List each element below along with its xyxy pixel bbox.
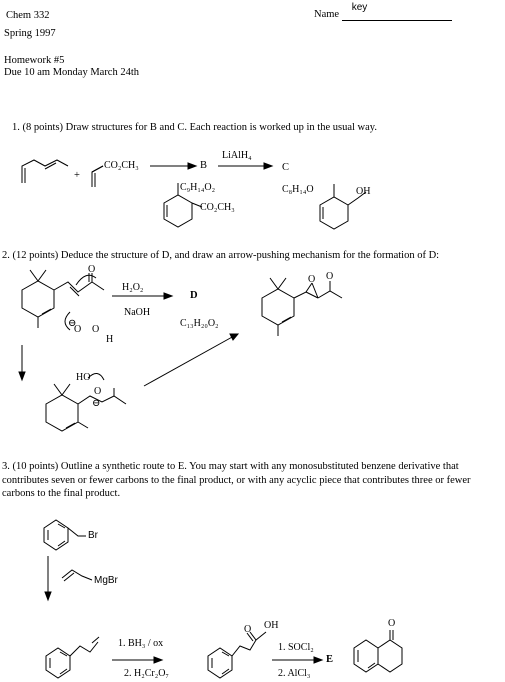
- step2-b: 2. AlCl₃: [278, 668, 311, 679]
- step1-b: 2. H₂Cr₂O₇: [124, 668, 169, 679]
- step2-a: 1. SOCl₂: [278, 642, 314, 653]
- intermediate-o: O: [94, 386, 102, 397]
- acrylate-structure: [91, 165, 104, 187]
- step1-a: 1. BH₃ / ox: [118, 638, 164, 649]
- acid-o: O: [244, 624, 252, 635]
- homework-title: Homework #5: [4, 55, 65, 66]
- peroxide-o2: O: [92, 324, 100, 335]
- course-label: Chem 332: [6, 10, 50, 21]
- grignard-label: MgBr: [94, 575, 118, 586]
- product-c-structure: [319, 184, 367, 230]
- allyl-grignard-structure: [61, 569, 93, 582]
- product-c-oh-label: OH: [356, 186, 371, 197]
- reagent-lialh4: LiAlH₄: [222, 150, 252, 161]
- label-b: B: [200, 160, 208, 171]
- diene-structure: [21, 159, 69, 183]
- peroxide-o1: O: [74, 324, 82, 335]
- formula-d: C₁₃H₂₀O₂: [180, 318, 219, 329]
- due-date: Due 10 am Monday March 24th: [4, 67, 140, 78]
- ionone-ketone-o: O: [88, 264, 96, 275]
- product-b-structure: [163, 183, 203, 228]
- q2-prompt: 2. (12 points) Deduce the structure of D…: [2, 250, 440, 261]
- epoxide-o: O: [308, 274, 316, 285]
- bromide-label: Br: [88, 530, 98, 541]
- label-c: C: [282, 162, 290, 173]
- minus-charge-2: ⊖: [68, 318, 77, 329]
- formula-c: C₈H₁₄O: [282, 184, 314, 195]
- formula-b: C₉H₁₄O₂: [180, 182, 216, 193]
- acrylate-ester-label: CO₂CH₃: [104, 160, 139, 171]
- phenylbutanoic-acid-structure: [207, 631, 267, 679]
- epoxide-product-structure: [261, 277, 343, 336]
- name-value: key: [351, 2, 368, 13]
- benzyl-bromide-structure: [43, 519, 86, 551]
- intermediate-structure: [45, 373, 127, 432]
- term-label: Spring 1997: [4, 28, 56, 39]
- butenylbenzene-structure: [45, 636, 100, 679]
- acid-oh: OH: [264, 620, 279, 631]
- product-ketone-o: O: [326, 271, 334, 282]
- label-d: D: [190, 290, 198, 301]
- tetralone-o: O: [388, 618, 396, 629]
- plus-sign: +: [74, 170, 80, 181]
- product-b-ester-label: CO₂CH₃: [200, 202, 235, 213]
- ionone-structure: [21, 269, 105, 331]
- intermediate-ho: HO: [76, 372, 91, 383]
- tetralone-structure: [353, 630, 403, 673]
- name-field[interactable]: Name key: [314, 2, 452, 21]
- q1-prompt: 1. (8 points) Draw structures for B and …: [12, 122, 377, 133]
- minus-charge-1: ⊖: [92, 398, 101, 409]
- name-underline: key: [341, 2, 452, 21]
- name-label: Name: [314, 8, 340, 20]
- reagent-naoh: NaOH: [124, 307, 151, 318]
- peroxide-h: H: [106, 334, 114, 345]
- q3-prompt: 3. (10 points) Outline a synthetic route…: [2, 461, 471, 500]
- label-e: E: [326, 654, 334, 665]
- reagent-h2o2: H₂O₂: [122, 282, 144, 293]
